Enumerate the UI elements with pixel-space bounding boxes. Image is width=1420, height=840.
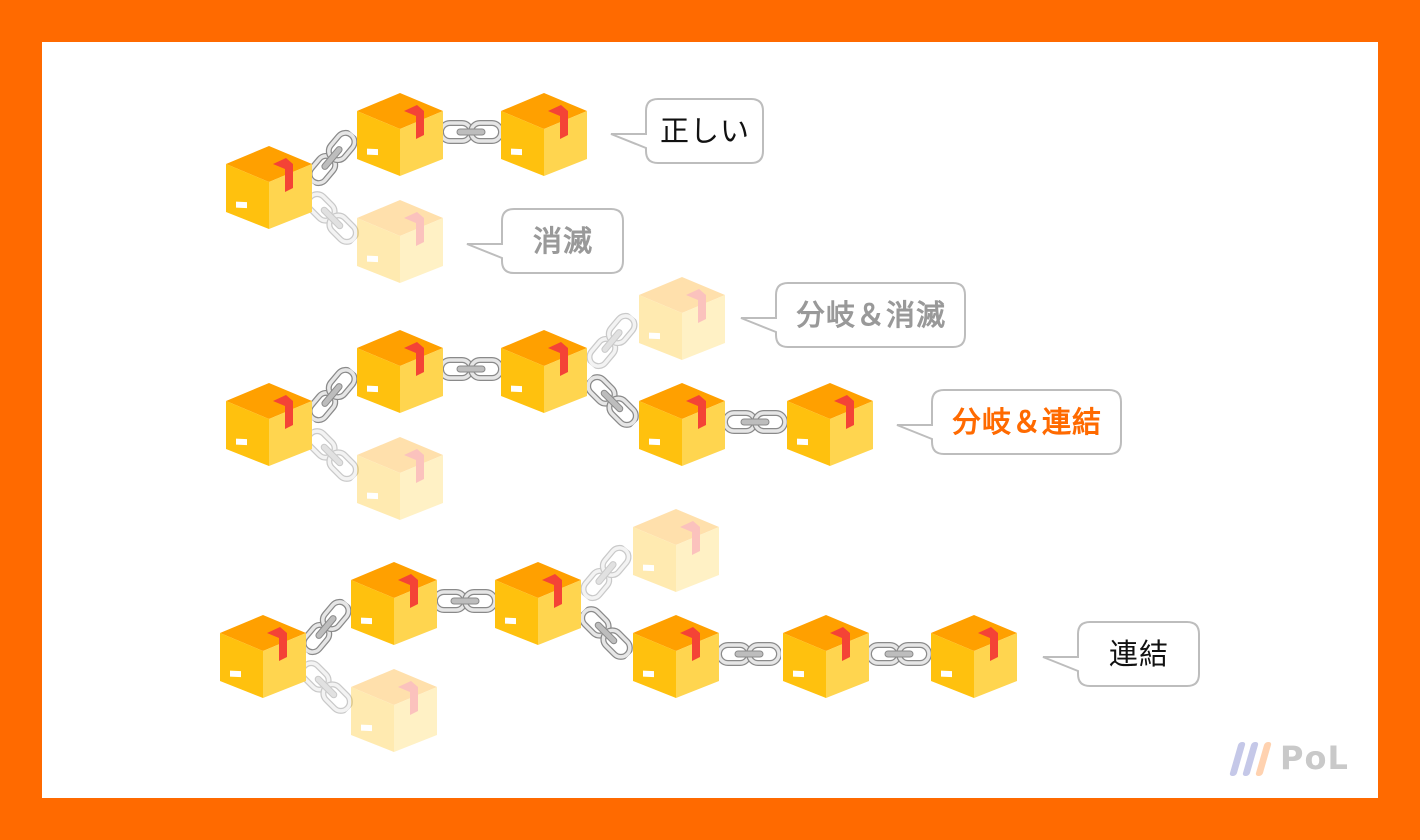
- block-box-icon: [225, 379, 313, 467]
- chain-link-icon: [722, 409, 788, 435]
- chain-link-icon: [301, 362, 362, 428]
- block-box-icon: [500, 89, 588, 177]
- orphaned-block-box-icon: [638, 273, 726, 361]
- bubble-text: 消滅: [532, 224, 593, 258]
- faded-chain-link-icon: [581, 308, 642, 374]
- chain-link-icon: [432, 588, 498, 614]
- chain-link-icon: [438, 356, 504, 382]
- orphaned-block-box-icon: [350, 665, 438, 753]
- block-box-icon: [930, 611, 1018, 699]
- block-box-icon: [350, 558, 438, 646]
- faded-chain-link-icon: [300, 186, 364, 250]
- faded-chain-link-icon: [300, 423, 364, 487]
- speech-bubble-label: 正しい: [610, 98, 764, 164]
- chain-link-icon: [866, 641, 932, 667]
- block-box-icon: [632, 611, 720, 699]
- block-box-icon: [225, 142, 313, 230]
- speech-bubble-label: 分岐＆消滅: [740, 282, 966, 348]
- orphaned-block-box-icon: [356, 433, 444, 521]
- chain-link-icon: [438, 119, 504, 145]
- block-box-icon: [786, 379, 874, 467]
- bubble-text: 連結: [1108, 637, 1169, 671]
- orphaned-block-box-icon: [356, 196, 444, 284]
- block-box-icon: [494, 558, 582, 646]
- block-box-icon: [356, 89, 444, 177]
- bubble-text: 分岐＆連結: [951, 405, 1102, 439]
- speech-bubble-label: 分岐＆連結: [896, 389, 1122, 455]
- chain-link-icon: [301, 125, 362, 191]
- chain-link-icon: [295, 594, 356, 660]
- logo-bar: [1255, 742, 1272, 776]
- block-box-icon: [219, 611, 307, 699]
- chain-link-icon: [716, 641, 782, 667]
- chain-link-icon: [580, 369, 644, 433]
- faded-chain-link-icon: [575, 540, 636, 606]
- bubble-text: 分岐＆消滅: [795, 298, 946, 332]
- pol-logo: PoL: [1228, 738, 1349, 778]
- speech-bubble-label: 連結: [1042, 621, 1200, 687]
- logo-text: PoL: [1280, 739, 1349, 777]
- block-box-icon: [638, 379, 726, 467]
- orphaned-block-box-icon: [632, 505, 720, 593]
- logo-bars-icon: [1228, 738, 1272, 778]
- chain-link-icon: [574, 601, 638, 665]
- block-box-icon: [782, 611, 870, 699]
- block-box-icon: [356, 326, 444, 414]
- speech-bubble-label: 消滅: [466, 208, 624, 274]
- bubble-text: 正しい: [659, 114, 750, 148]
- block-box-icon: [500, 326, 588, 414]
